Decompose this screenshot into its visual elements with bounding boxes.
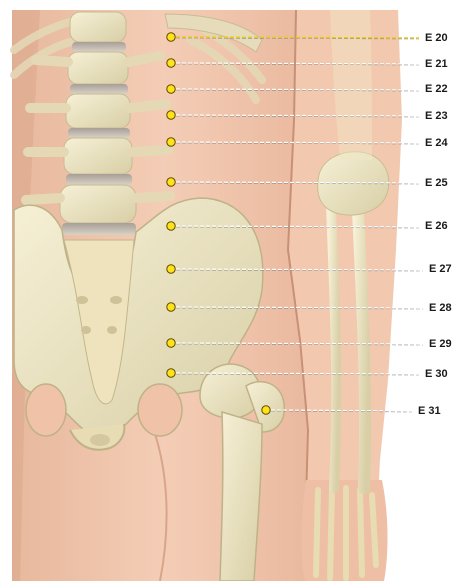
point-label: E 29 [429, 338, 452, 350]
point-label: E 28 [429, 302, 452, 314]
point-label: E 31 [418, 405, 441, 417]
coccyx [90, 434, 110, 446]
obturator-left [26, 384, 66, 436]
point-label: E 22 [425, 83, 448, 95]
point-label: E 30 [425, 368, 448, 380]
ulna-bone [330, 170, 336, 488]
point-label: E 23 [425, 110, 448, 122]
acupoint-dot [167, 59, 175, 67]
point-label: E 20 [425, 32, 448, 44]
acupoint-dot [262, 406, 270, 414]
acupoint-dot [167, 369, 175, 377]
acupoint-dot [167, 303, 175, 311]
sacral-foramen-4 [107, 326, 117, 334]
point-label: E 25 [425, 177, 448, 189]
acupoint-dot [167, 33, 175, 41]
acupoint-dot [167, 339, 175, 347]
acupoint-dot [167, 222, 175, 230]
point-label: E 26 [425, 220, 448, 232]
point-label: E 27 [429, 263, 452, 275]
acupoint-dot [167, 111, 175, 119]
acupoint-dot [167, 178, 175, 186]
femur-shaft [220, 412, 262, 581]
point-label: E 24 [425, 137, 449, 149]
obturator-right [138, 384, 182, 436]
point-label: E 21 [425, 58, 448, 70]
acupoint-dot [167, 265, 175, 273]
leader-line [176, 37, 419, 38]
acupoint-dot [167, 85, 175, 93]
sacral-foramen-1 [76, 296, 88, 304]
sacral-foramen-3 [81, 326, 91, 334]
acupoint-dot [167, 138, 175, 146]
sacral-foramen-2 [110, 296, 122, 304]
